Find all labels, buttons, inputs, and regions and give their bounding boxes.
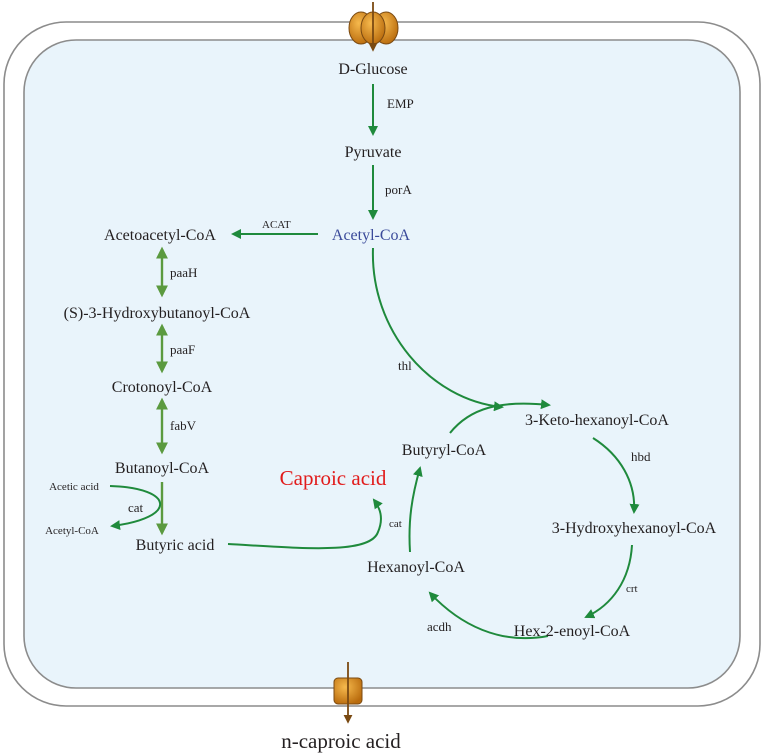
enzyme-emp: EMP bbox=[387, 96, 414, 111]
node-crotonoyl-coa: Crotonoyl-CoA bbox=[112, 379, 213, 396]
enzyme-cat-left: cat bbox=[128, 500, 144, 515]
node-butyryl-coa: Butyryl-CoA bbox=[402, 442, 487, 459]
node-acetoacetyl-coa: Acetoacetyl-CoA bbox=[104, 227, 216, 244]
enzyme-acat: ACAT bbox=[262, 219, 291, 231]
caproic-acid-exporter-icon bbox=[333, 662, 363, 724]
enzyme-pora: porA bbox=[385, 182, 412, 197]
enzyme-cat-right: cat bbox=[389, 518, 402, 530]
arrow-hydroxyhexanoyl-to-hexenoyl bbox=[584, 544, 633, 619]
arrow-acetic-to-acetylcoa bbox=[109, 485, 161, 530]
arrow-hexanoyl-to-butyrylcoa bbox=[408, 466, 423, 553]
glucose-transporter-icon bbox=[348, 2, 399, 52]
enzyme-fabv: fabV bbox=[170, 418, 197, 433]
arrow-butyric-to-caproic bbox=[227, 498, 383, 550]
arrow-ketohexanoyl-to-hydroxyhexanoyl bbox=[592, 437, 640, 514]
enzyme-paah: paaH bbox=[170, 265, 197, 280]
arrow-acetylcoa-to-ketohexanoyl bbox=[371, 247, 504, 412]
node-hexanoyl-coa: Hexanoyl-CoA bbox=[367, 559, 465, 576]
node-pyruvate: Pyruvate bbox=[345, 144, 402, 161]
enzyme-thl: thl bbox=[398, 358, 412, 373]
node-keto-hexanoyl-coa: 3-Keto-hexanoyl-CoA bbox=[525, 412, 669, 429]
node-hydroxybutanoyl-coa: (S)-3-Hydroxybutanoyl-CoA bbox=[64, 305, 251, 322]
enzyme-crt: crt bbox=[626, 583, 638, 595]
node-n-caproic-acid: n-caproic acid bbox=[281, 729, 401, 753]
side-acetyl-coa: Acetyl-CoA bbox=[45, 525, 99, 537]
side-acetic-acid: Acetic acid bbox=[49, 481, 99, 493]
enzyme-paaf: paaF bbox=[170, 342, 195, 357]
node-d-glucose: D-Glucose bbox=[338, 61, 407, 78]
node-hex-enoyl-coa: Hex-2-enoyl-CoA bbox=[514, 623, 631, 640]
arrow-hexenoyl-to-hexanoyl bbox=[428, 591, 549, 640]
node-butyric-acid: Butyric acid bbox=[136, 537, 215, 554]
node-hydroxyhexanoyl-coa: 3-Hydroxyhexanoyl-CoA bbox=[552, 520, 717, 537]
node-acetyl-coa: Acetyl-CoA bbox=[332, 227, 411, 244]
node-butanoyl-coa: Butanoyl-CoA bbox=[115, 460, 210, 477]
arrow-butyrylcoa-to-ketohexanoyl bbox=[449, 399, 551, 434]
enzyme-hbd: hbd bbox=[631, 449, 651, 464]
enzyme-acdh: acdh bbox=[427, 619, 452, 634]
node-caproic-acid: Caproic acid bbox=[280, 466, 387, 490]
